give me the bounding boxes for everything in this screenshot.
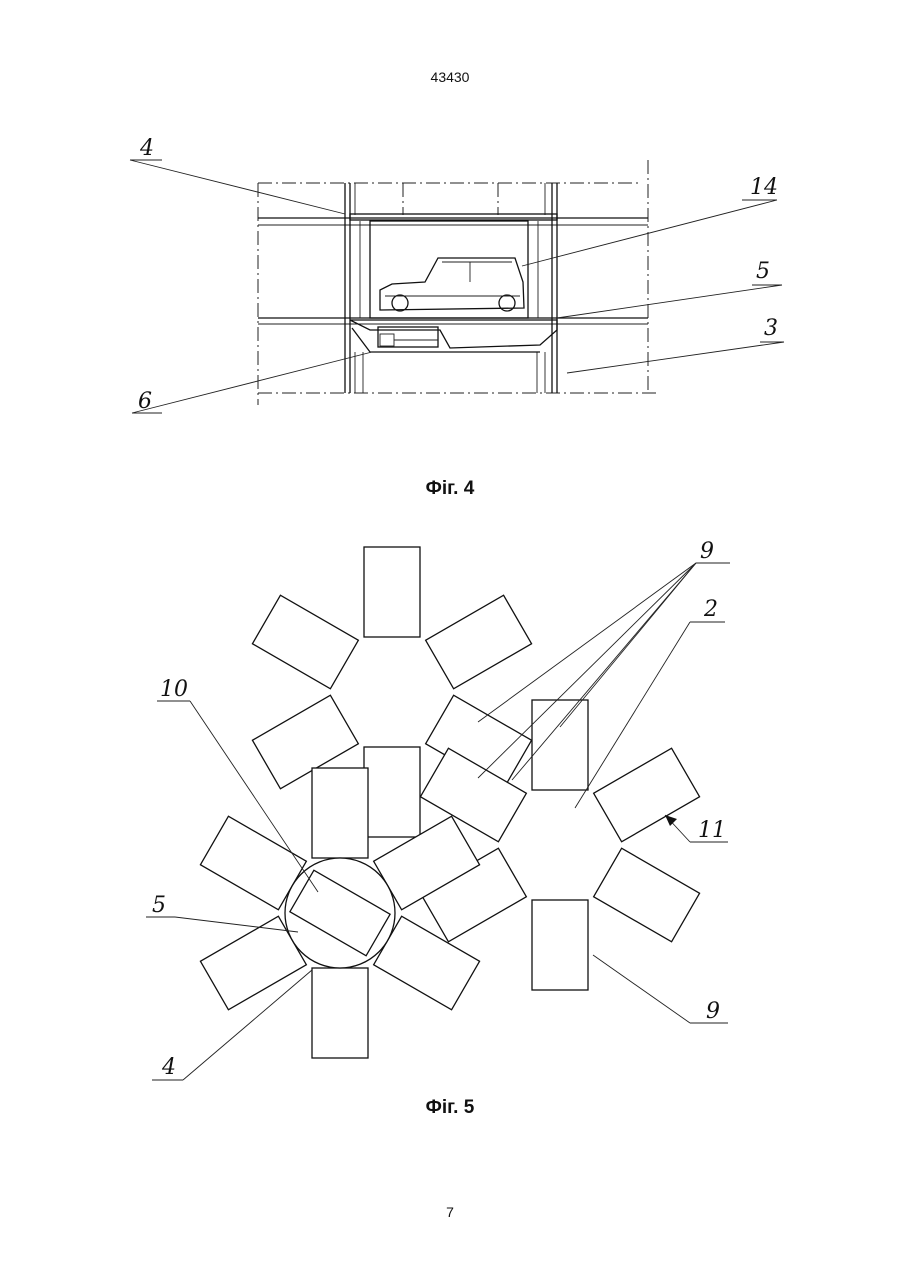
fig5-label-5: 5 [152, 893, 166, 918]
page-number: 7 [0, 1204, 900, 1220]
fig5-label-11: 11 [698, 818, 726, 843]
fig5-label-4: 4 [161, 1055, 176, 1080]
fig4-label-4: 4 [139, 136, 154, 161]
fig4-label-14: 14 [750, 175, 778, 200]
fig5-label-2: 2 [703, 597, 718, 622]
fig5-label-9-top: 9 [700, 539, 714, 564]
fig4-label-5: 5 [756, 259, 770, 284]
fig5-label-10: 10 [160, 677, 188, 702]
figure-4-drawing [130, 160, 784, 413]
fig4-label-3: 3 [764, 316, 778, 341]
fig5-label-9-bottom: 9 [706, 999, 720, 1024]
figure-5-caption: Фіг. 5 [0, 1097, 900, 1119]
figure-4-caption: Фіг. 4 [0, 478, 900, 500]
fig4-label-6: 6 [138, 389, 152, 414]
